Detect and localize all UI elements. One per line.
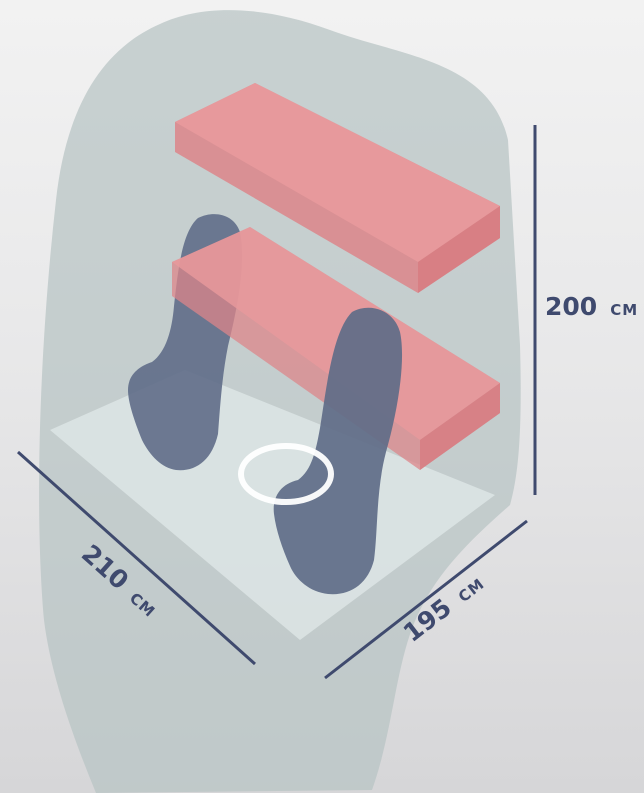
width-unit: CM bbox=[455, 575, 488, 606]
width-dimension-line bbox=[324, 519, 528, 680]
upper-bed bbox=[175, 83, 500, 293]
height-label: 200 CM bbox=[545, 292, 638, 321]
height-unit: CM bbox=[610, 301, 638, 319]
steering-wheel-icon bbox=[238, 443, 334, 505]
height-value: 200 bbox=[545, 292, 597, 321]
seat-icon bbox=[273, 307, 403, 595]
length-dimension-line bbox=[16, 450, 257, 666]
